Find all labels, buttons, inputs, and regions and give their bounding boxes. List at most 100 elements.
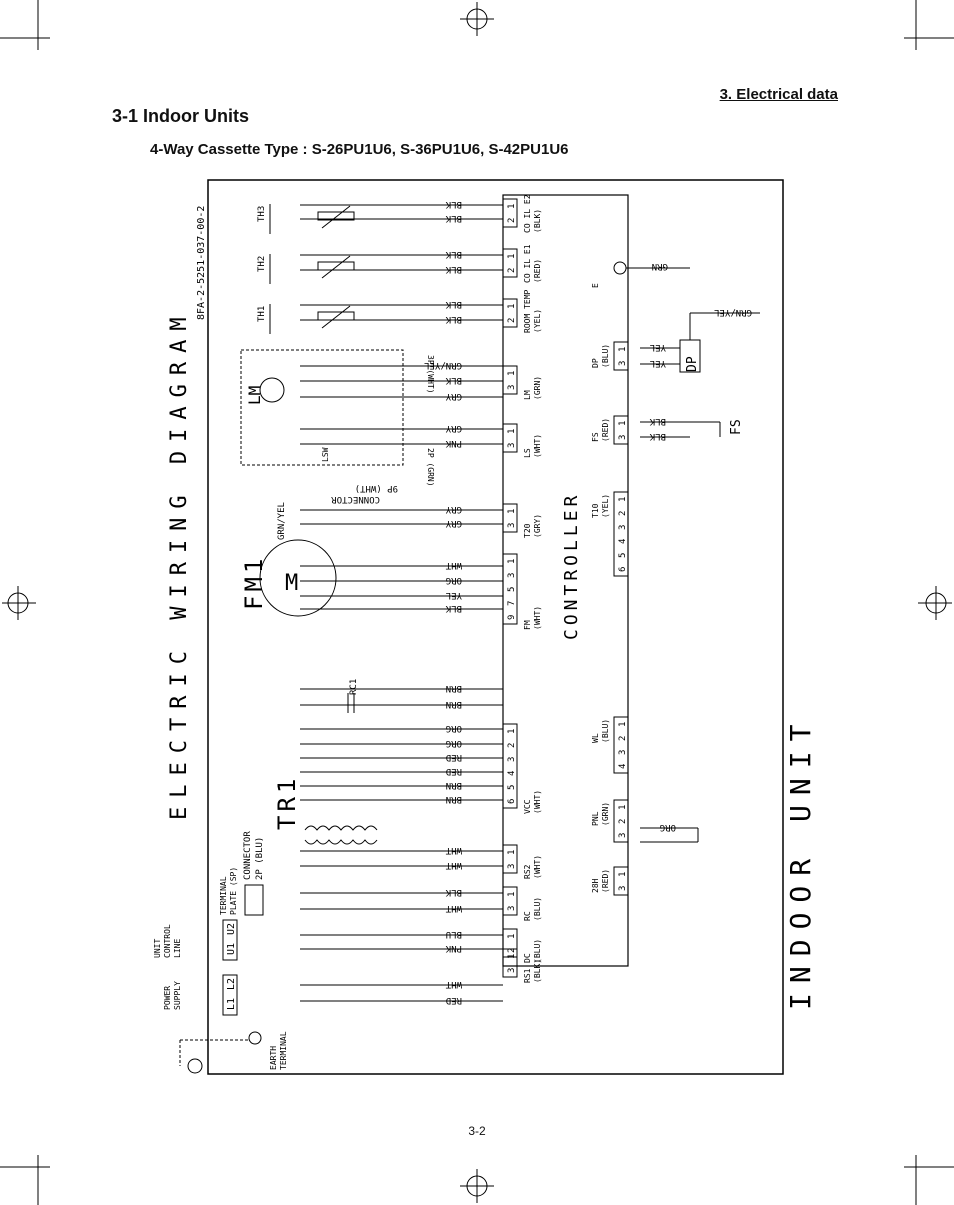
connector-name: RS1 (523, 968, 532, 983)
terminal-l2: L2 (226, 978, 237, 990)
wire-color-label: YEL (446, 590, 462, 600)
connector-color: (WHT) (533, 790, 542, 814)
wire-color-label: WHT (445, 560, 462, 570)
fs-blk-1: BLK (649, 416, 666, 426)
dp-symbol: DP (685, 356, 700, 372)
connector-pin: 1 (507, 954, 517, 959)
wire-color-label: BLK (445, 264, 462, 274)
wire-color-label: BLK (445, 299, 462, 309)
terminal-u1: U1 (226, 943, 237, 955)
connector-color: (BLK) (533, 959, 542, 983)
wire-color-label: GRN/YEL (424, 360, 462, 370)
connector-name: LM (523, 390, 532, 400)
connector-pin: 5 (618, 553, 628, 558)
connector-pin: 3 (618, 361, 628, 366)
connector-pin: 3 (618, 525, 628, 530)
connector-color: (WHT) (533, 855, 542, 879)
connector-pin: 2 (618, 736, 628, 741)
connector-name: T20 (523, 523, 532, 538)
connector-name: DC (523, 953, 532, 963)
wire-color-label: RED (446, 766, 462, 776)
connector-color: (BLK) (533, 209, 542, 233)
connector-2p-b: 2P (BLU) (255, 837, 265, 880)
wire-color-label: GRY (445, 391, 462, 401)
wire-color-label: WHT (445, 845, 462, 855)
connector-pin: 1 (618, 347, 628, 352)
rc1-label: RC1 (349, 679, 359, 695)
connector-pin: 2 (507, 743, 517, 748)
connector-pin: 2 (507, 268, 517, 273)
connector-block (502, 503, 518, 533)
right-connector-name: 28H (591, 878, 600, 893)
connector-name: RC (523, 911, 532, 921)
connector-pin: 1 (507, 892, 517, 897)
connector-block (502, 844, 518, 874)
connector-pin: 2 (507, 318, 517, 323)
right-connector-name: DP (591, 358, 600, 368)
connector-block (502, 723, 518, 809)
th3-label: TH3 (257, 206, 267, 222)
terminal-l1: L1 (226, 998, 237, 1010)
indoor-unit-label: INDOOR UNIT (784, 715, 817, 1010)
right-connector-block (613, 341, 629, 371)
connector-pin: 1 (618, 497, 628, 502)
right-connector-block (613, 866, 629, 896)
right-connector-block (613, 799, 629, 843)
connector-pin: 5 (507, 785, 517, 790)
wire-color-label: BLK (445, 314, 462, 324)
connector-color: (BLU) (533, 897, 542, 921)
model-subtitle: 4-Way Cassette Type : S-26PU1U6, S-36PU1… (150, 141, 569, 158)
fan-motor-symbol: M (285, 571, 298, 596)
connector-name: FM (523, 620, 532, 630)
wire-color-label: WHT (445, 979, 462, 989)
th1-label: TH1 (257, 306, 267, 322)
wire-color-label: RED (446, 752, 462, 762)
p3-label: 3P (WHT) (426, 355, 435, 394)
fs-symbol: FS (729, 419, 744, 435)
wire-color-label: GRY (445, 518, 462, 528)
wire-color-label: BLU (446, 929, 462, 939)
fm1-label: FM1 (240, 555, 268, 610)
connector-block (502, 423, 518, 453)
connector-pin: 2 (507, 948, 517, 953)
connector-block (502, 365, 518, 395)
tr1-label: TR1 (273, 775, 301, 830)
right-connector-color: (BLU) (601, 344, 610, 368)
connector-pin: 1 (618, 805, 628, 810)
right-connector-color: (RED) (601, 418, 610, 442)
connector-pin: 3 (507, 385, 517, 390)
connector-pin: 1 (507, 729, 517, 734)
controller-label: CONTROLLER (561, 492, 582, 640)
fs-blk-2: BLK (649, 431, 666, 441)
connector-pin: 3 (507, 757, 517, 762)
connector-pin: 3 (507, 573, 517, 578)
wire-color-label: BLK (445, 887, 462, 897)
drawing-number: 8FA-2-5251-037-00-2 (196, 206, 207, 320)
connector-pin: 1 (618, 872, 628, 877)
right-connector-name: T10 (591, 503, 600, 518)
connector-color: (WHT) (533, 434, 542, 458)
power-supply-b: SUPPLY (173, 981, 182, 1010)
connector-pin: 1 (618, 421, 628, 426)
wire-color-label: PNK (445, 943, 462, 953)
connector-block (502, 248, 518, 278)
connector-pin: 1 (507, 559, 517, 564)
wire-color-label: ORG (446, 723, 462, 733)
wire-color-label: WHT (445, 860, 462, 870)
wire-color-label: GRY (445, 504, 462, 514)
grn-yel-right-label: GRN/YEL (714, 307, 752, 317)
wire-color-label: GRY (445, 423, 462, 433)
right-connector-block (613, 415, 629, 445)
unit-control-line-c: LINE (173, 939, 182, 958)
fan-motor-icon (259, 539, 337, 617)
connector-pin: 3 (618, 435, 628, 440)
connector-name: CO IL E1 (523, 244, 532, 283)
connector-name: RS2 (523, 864, 532, 879)
earth-terminal-a: EARTH (269, 1046, 278, 1070)
pnl-org: ORG (660, 822, 676, 832)
th2-label: TH2 (257, 256, 267, 272)
wire-color-label: BLK (445, 375, 462, 385)
right-connector-name: FS (591, 432, 600, 442)
